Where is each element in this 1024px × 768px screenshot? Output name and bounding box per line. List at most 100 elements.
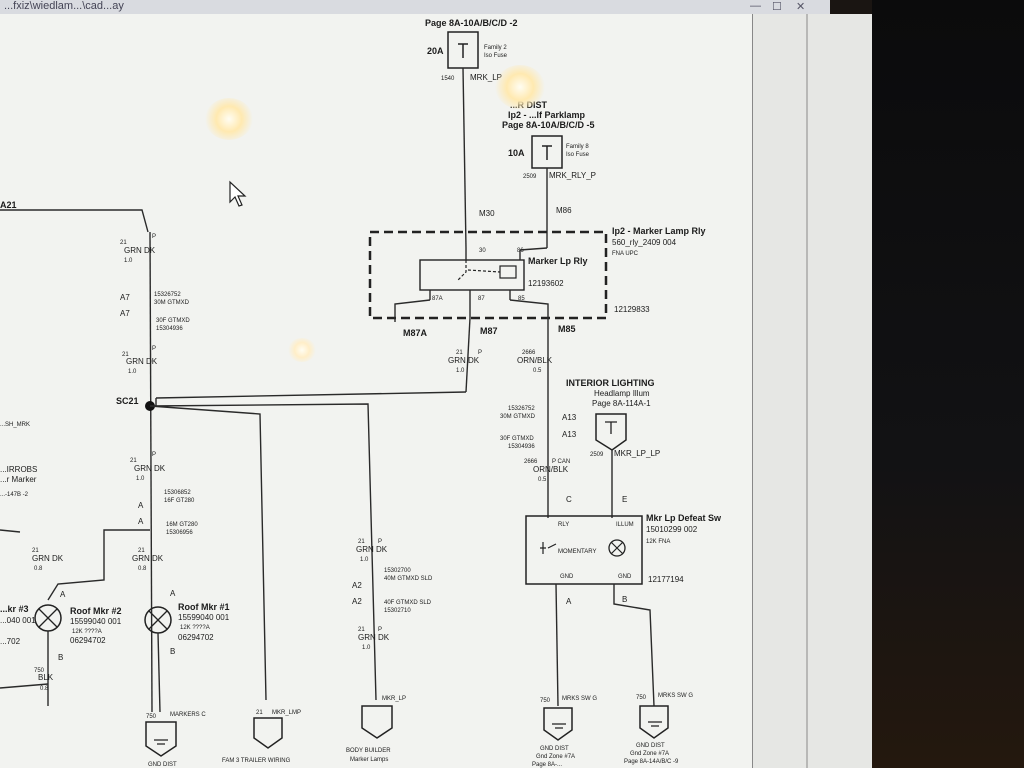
roof1-alt: 06294702 bbox=[178, 633, 214, 642]
relay-title: Ip2 - Marker Lamp Rly bbox=[612, 226, 706, 236]
body-w2-gauge: 1.0 bbox=[362, 645, 371, 651]
wire-m87a bbox=[394, 299, 431, 322]
left-a-top: A bbox=[138, 501, 144, 510]
screen-glare bbox=[205, 98, 253, 140]
m85-wire-num: 2666 bbox=[522, 350, 536, 356]
body-a2-conn2b: 15302710 bbox=[384, 608, 411, 614]
mouse-cursor-icon bbox=[229, 180, 247, 207]
roof2-pin-a: A bbox=[60, 590, 66, 599]
a13-conn2b: 15304936 bbox=[508, 444, 535, 450]
relay-in-m86: M86 bbox=[556, 206, 572, 215]
wire-m30 bbox=[462, 67, 467, 249]
a13-conn1: 15326752 bbox=[508, 406, 535, 412]
wire-bus-m87 bbox=[155, 391, 467, 399]
left-w3-num: 21 bbox=[130, 458, 137, 464]
left-w5-gauge: 0.8 bbox=[138, 566, 147, 572]
relay-pin-85: 85 bbox=[518, 296, 525, 302]
body-a2-conn1b: 40M GTMXD SLD bbox=[384, 576, 433, 582]
left-w2-num: 21 bbox=[122, 352, 129, 358]
trailer-connector bbox=[253, 717, 283, 749]
left-w5-num: 21 bbox=[138, 548, 145, 554]
top-fuse-family: Family 2 bbox=[484, 45, 507, 51]
wire-86-in bbox=[519, 247, 548, 251]
relay-connector: 12129833 bbox=[614, 305, 650, 314]
switch-gnd1: GND bbox=[560, 574, 574, 580]
m87-wire-suffix: P bbox=[478, 350, 482, 356]
left-misc-l4: ...-147B -2 bbox=[0, 492, 29, 498]
close-icon[interactable]: ✕ bbox=[796, 1, 806, 13]
relay-switch-icon bbox=[457, 260, 501, 281]
body-w2-num: 21 bbox=[358, 627, 365, 633]
roof2-pin-b: B bbox=[58, 653, 63, 662]
trailer-num: 21 bbox=[256, 710, 263, 716]
body-w2-suffix: P bbox=[378, 627, 382, 633]
wire-m87 bbox=[465, 317, 471, 393]
ground1-label3: Page 8A-... bbox=[532, 762, 562, 768]
switch-pin-c: C bbox=[566, 495, 572, 504]
ground1-wire-num: 750 bbox=[540, 698, 551, 704]
roof1-code: 12K ????A bbox=[180, 625, 210, 631]
switch-pin-a: A bbox=[566, 597, 572, 606]
wire-trailer bbox=[149, 405, 267, 701]
maximize-icon[interactable]: ☐ bbox=[772, 1, 782, 13]
relay-dashed-box bbox=[368, 230, 608, 320]
a13-conn1b: 30M GTMXD bbox=[500, 414, 536, 420]
roof2-code: 12K ????A bbox=[72, 629, 102, 635]
a13-top: A13 bbox=[562, 413, 577, 422]
roof-mkr-2-cross-icon bbox=[38, 608, 58, 628]
background-dark bbox=[872, 0, 1024, 768]
relay-out-m87a: M87A bbox=[403, 328, 428, 338]
body-w2-color: GRN DK bbox=[358, 633, 390, 642]
window-title: ...fxiz\wiedlam...\cad...ay bbox=[4, 0, 124, 12]
roof3-alt: ...702 bbox=[0, 637, 21, 646]
interior-lighting-title: INTERIOR LIGHTING bbox=[566, 378, 655, 388]
top-fuse-amps: 20A bbox=[427, 46, 444, 56]
markers-c-connector bbox=[145, 721, 177, 757]
left-w4-num: 21 bbox=[32, 548, 39, 554]
m85-wire2-color: ORN/BLK bbox=[533, 465, 569, 474]
left-w3-suffix: P bbox=[152, 452, 156, 458]
wire-left-top bbox=[0, 209, 149, 233]
left-a7-top: A7 bbox=[120, 293, 130, 302]
left-a7-conn2b: 15304936 bbox=[156, 326, 183, 332]
left-a7-conn1b: 30M GTMXD bbox=[154, 300, 190, 306]
second-fuse-amps: 10A bbox=[508, 148, 525, 158]
interior-lighting-icon bbox=[605, 421, 617, 434]
ground1-connector bbox=[543, 707, 573, 741]
second-fuse-pin: 2509 bbox=[523, 174, 537, 180]
switch-pin-e: E bbox=[622, 495, 627, 504]
switch-lamp-icon bbox=[608, 539, 626, 557]
markers-c-wire: MARKERS C bbox=[170, 712, 206, 718]
wire-body-builder bbox=[149, 403, 377, 701]
relay-coil-icon bbox=[499, 265, 517, 279]
wire-m85-top bbox=[509, 299, 549, 330]
left-a-conn1: 15306852 bbox=[164, 490, 191, 496]
ground1-wire: MRKS SW G bbox=[562, 696, 597, 702]
minimize-icon[interactable]: — bbox=[750, 0, 761, 12]
roof1-pin-b: B bbox=[170, 647, 175, 656]
interior-lighting-wire: MKR_LP_LP bbox=[614, 449, 660, 458]
trailer-wire: MKR_LMP bbox=[272, 710, 301, 716]
left-misc-l1: ...SH_MRK bbox=[0, 422, 30, 428]
body-wire: MKR_LP bbox=[382, 696, 406, 702]
left-a-conn2: 16M GT280 bbox=[166, 522, 198, 528]
second-fuse-family2: Iso Fuse bbox=[566, 152, 590, 158]
ground1-icon bbox=[552, 723, 566, 729]
m87-wire-color: GRN DK bbox=[448, 356, 480, 365]
scroll-area bbox=[752, 14, 873, 768]
roof3-name: ...kr #3 bbox=[0, 604, 29, 614]
interior-lighting-connector bbox=[595, 413, 627, 451]
relay-pin-87a: 87A bbox=[432, 296, 443, 302]
relay-pin-30: 30 bbox=[479, 248, 486, 254]
roof2-part: 15599040 001 bbox=[70, 617, 122, 626]
relay-part: 12193602 bbox=[528, 279, 564, 288]
m85-wire2-num: 2666 bbox=[524, 459, 538, 465]
a13-bot: A13 bbox=[562, 430, 577, 439]
switch-illum: ILLUM bbox=[616, 522, 634, 528]
ground1-label1: GND DIST bbox=[540, 746, 569, 752]
roof-mkr-1-cross-icon bbox=[148, 610, 168, 630]
roof2-alt: 06294702 bbox=[70, 636, 106, 645]
body-a2-bot: A2 bbox=[352, 597, 362, 606]
